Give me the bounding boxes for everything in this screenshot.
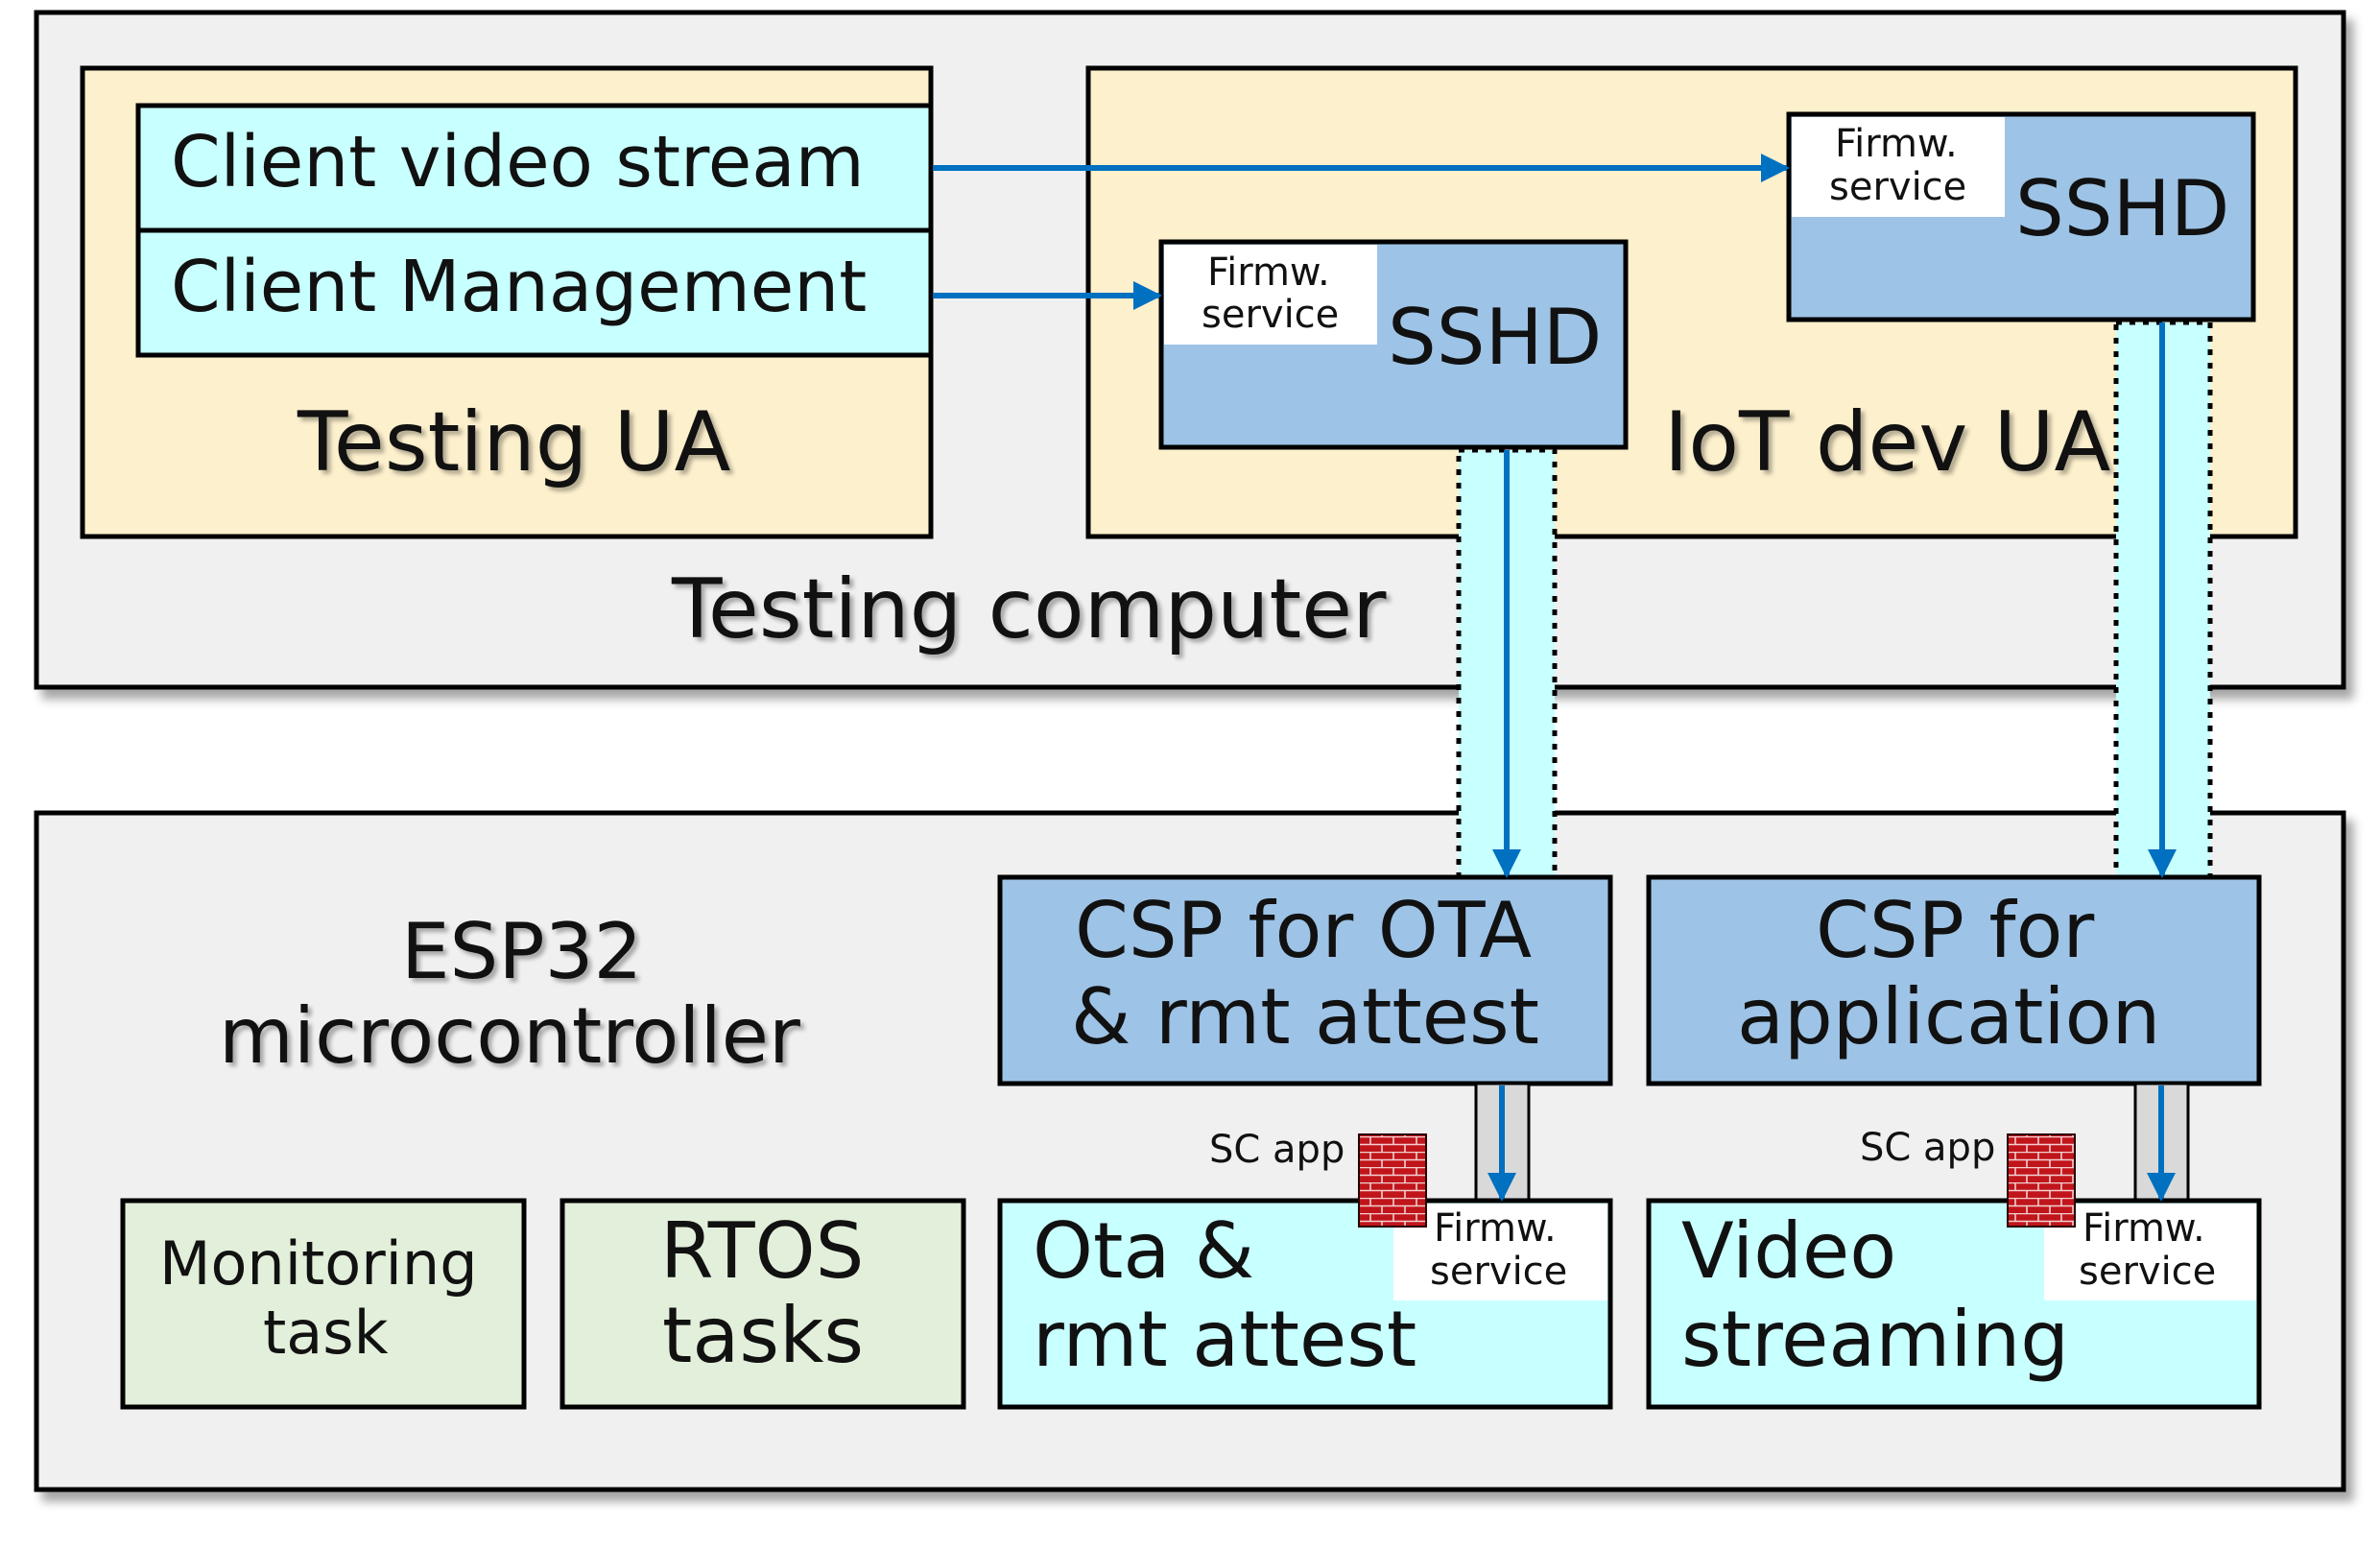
sshd-upper-firmw-line1: Firmw. <box>1835 122 1958 166</box>
sshd-lower-firmw-line2: service <box>1202 293 1340 337</box>
firewall-video-icon <box>2007 1133 2076 1228</box>
video-app-line2: streaming <box>1681 1295 2070 1384</box>
client-management-label: Client Management <box>171 246 868 328</box>
sshd-upper-firmw-line2: service <box>1829 165 1967 209</box>
sshd-lower-firmw-line1: Firmw. <box>1207 250 1330 295</box>
csp-ota-line2: & rmt attest <box>1071 972 1540 1061</box>
ota-firmw-line1: Firmw. <box>1434 1206 1557 1251</box>
monitoring-line1: Monitoring <box>159 1228 478 1299</box>
iot-dev-ua-label: IoT dev UA <box>1664 394 2111 490</box>
ota-firmw-box <box>1393 1204 1607 1300</box>
rtos-line2: tasks <box>662 1291 865 1380</box>
video-sc-app-label: SC app <box>1860 1126 1996 1170</box>
rtos-tasks-box <box>559 1198 966 1410</box>
client-management-box <box>135 227 934 358</box>
rtos-line1: RTOS <box>660 1206 865 1296</box>
esp32-label-line1: ESP32 <box>401 907 643 996</box>
esp32-label-line2: microcontroller <box>219 991 800 1081</box>
client-video-stream-label: Client video stream <box>171 121 865 203</box>
csp-ota-box <box>997 874 1613 1086</box>
csp-app-line1: CSP for <box>1816 886 2095 975</box>
client-video-stream-box <box>135 103 934 233</box>
ota-firmw-line2: service <box>1430 1250 1568 1294</box>
sshd-lower-firmw-box <box>1164 245 1377 345</box>
testing-ua-label: Testing UA <box>298 394 731 490</box>
video-firmw-line2: service <box>2079 1250 2217 1294</box>
video-app-line1: Video <box>1681 1206 1897 1296</box>
video-firmw-line1: Firmw. <box>2082 1206 2205 1251</box>
sshd-upper-firmw-box <box>1792 117 2005 217</box>
ota-app-line2: rmt attest <box>1033 1295 1417 1384</box>
monitoring-task-box <box>120 1198 527 1410</box>
csp-app-box <box>1646 874 2262 1086</box>
sshd-upper-label: SSHD <box>2015 164 2230 253</box>
csp-ota-line1: CSP for OTA <box>1075 886 1533 975</box>
csp-app-line2: application <box>1737 972 2161 1061</box>
ota-sc-app-label: SC app <box>1209 1128 1345 1172</box>
testing-computer-label: Testing computer <box>672 561 1387 657</box>
video-firmw-box <box>2044 1204 2256 1300</box>
ota-app-line1: Ota & <box>1033 1206 1255 1296</box>
sshd-lower-label: SSHD <box>1388 293 1603 382</box>
firewall-ota-icon <box>1358 1133 1427 1228</box>
monitoring-line2: task <box>263 1298 389 1368</box>
